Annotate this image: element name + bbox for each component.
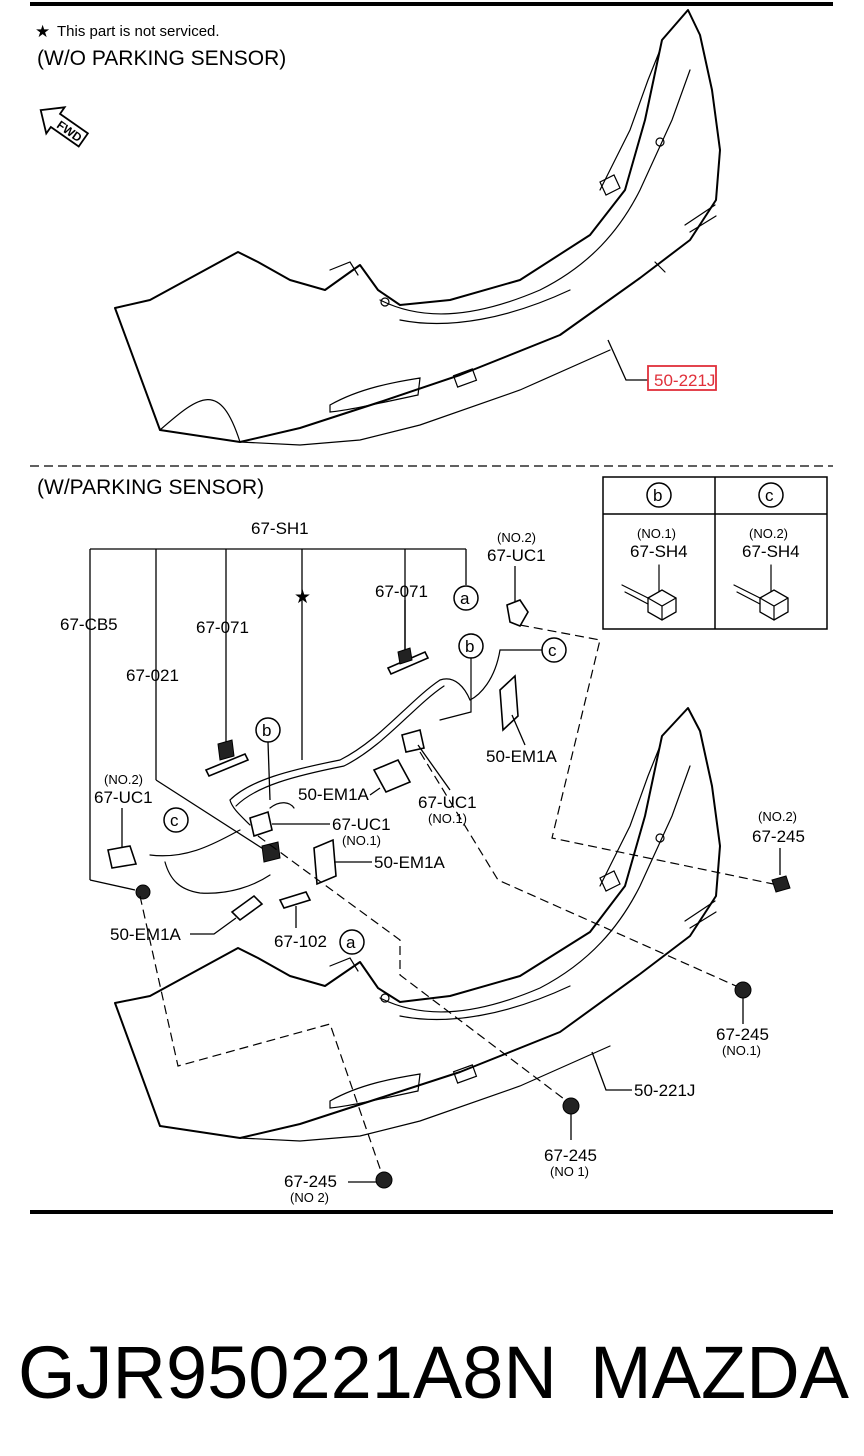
callout-uc1-left: 67-UC1 — [94, 788, 153, 807]
callout-s245-low: 67-245 — [284, 1172, 337, 1191]
harness-wire — [229, 678, 471, 801]
sensor-245-right — [771, 875, 791, 893]
callout-s245-mid: 67-245 — [716, 1025, 769, 1044]
clip-071-right — [386, 600, 430, 676]
ref-a-bottom: a — [346, 933, 356, 952]
callout-s245-low-no: (NO 2) — [290, 1190, 329, 1205]
part-number: GJR950221A8N — [18, 1331, 557, 1414]
callout-em1a-mid: 50-EM1A — [298, 785, 370, 804]
callout-bumper-top: 50-221J — [654, 371, 715, 390]
callout-uc1-right: 67-UC1 — [418, 793, 477, 812]
grommet-left — [135, 884, 151, 900]
inset-table: b c (NO.1) 67-SH4 (NO.2) 67-SH4 — [602, 476, 828, 630]
ref-a-circle-top — [453, 585, 479, 611]
star-marker-icon: ★ — [294, 587, 311, 608]
ref-c-circle-left — [163, 807, 189, 833]
inset-c-no: (NO.2) — [749, 526, 788, 541]
ref-c-top: c — [548, 641, 557, 660]
section-title-with-sensor: (W/PARKING SENSOR) — [37, 476, 264, 499]
inset-c-part: 67-SH4 — [742, 542, 800, 561]
sensor-245-low — [375, 1171, 393, 1189]
callout-uc1-left-no: (NO.2) — [104, 772, 143, 787]
ref-a-top: a — [460, 589, 470, 608]
rear-bumper-top — [114, 9, 721, 446]
callout-uc1-top: 67-UC1 — [487, 546, 546, 565]
callout-bracket-102: 67-102 — [274, 932, 327, 951]
inset-ref-c-circle — [758, 482, 784, 508]
inset-ref-b-circle — [646, 482, 672, 508]
callout-em1a-center: 50-EM1A — [374, 853, 446, 872]
callout-s245-bottom-no: (NO 1) — [550, 1164, 589, 1179]
sensor-245-mid — [734, 981, 752, 999]
bracket-102 — [278, 891, 312, 909]
fwd-arrow-icon: FWD — [39, 106, 90, 148]
ref-c-left: c — [170, 811, 179, 830]
callout-em1a-left: 50-EM1A — [110, 925, 182, 944]
rear-bumper-bottom — [114, 707, 721, 1142]
callout-harness-main: 67-SH1 — [251, 519, 309, 538]
callout-em1a-right: 50-EM1A — [486, 747, 558, 766]
inset-b-no: (NO.1) — [637, 526, 676, 541]
section-title-without-sensor: (W/O PARKING SENSOR) — [37, 47, 286, 70]
callout-uc1-center-no: (NO.1) — [342, 833, 381, 848]
highlight-box — [647, 365, 717, 391]
callout-uc1-right-no: (NO.1) — [428, 811, 467, 826]
callout-harness-cb5: 67-CB5 — [60, 615, 118, 634]
sensor-245-bottom — [562, 1097, 580, 1115]
bumper-bottom-leader — [591, 1051, 632, 1091]
em1a-right — [499, 674, 526, 746]
callout-clip-071-right: 67-071 — [375, 582, 428, 601]
em1a-mid — [372, 758, 412, 794]
callout-bumper-bottom: 50-221J — [634, 1081, 695, 1100]
uc1-sensor-left — [107, 845, 138, 869]
ref-b-center: b — [262, 721, 271, 740]
inset-ref-b: b — [653, 486, 662, 505]
callout-s245-bottom: 67-245 — [544, 1146, 597, 1165]
uc1-sensor-center — [249, 810, 273, 838]
callout-s245-mid-no: (NO.1) — [722, 1043, 761, 1058]
clip-071-left — [204, 739, 250, 778]
not-serviced-note: This part is not serviced. — [57, 23, 220, 40]
callout-s245-right-no: (NO.2) — [758, 809, 797, 824]
callout-uc1-top-no: (NO.2) — [497, 530, 536, 545]
em1a-center — [313, 838, 337, 886]
ref-a-circle-bottom — [339, 929, 365, 955]
callout-uc1-center: 67-UC1 — [332, 815, 391, 834]
callout-clip-071-left: 67-071 — [196, 618, 249, 637]
dashed-guides — [139, 624, 779, 1181]
bumper-top-leader — [607, 339, 648, 381]
uc1-sensor-top — [506, 599, 529, 628]
em1a-left — [230, 894, 264, 922]
inset-ref-c: c — [765, 486, 774, 505]
callout-clip-021: 67-021 — [126, 666, 179, 685]
ref-b-top: b — [465, 637, 474, 656]
brand-name: MAZDA — [590, 1331, 850, 1414]
callout-s245-right: 67-245 — [752, 827, 805, 846]
inset-b-part: 67-SH4 — [630, 542, 688, 561]
star-icon: ★ — [35, 22, 50, 41]
